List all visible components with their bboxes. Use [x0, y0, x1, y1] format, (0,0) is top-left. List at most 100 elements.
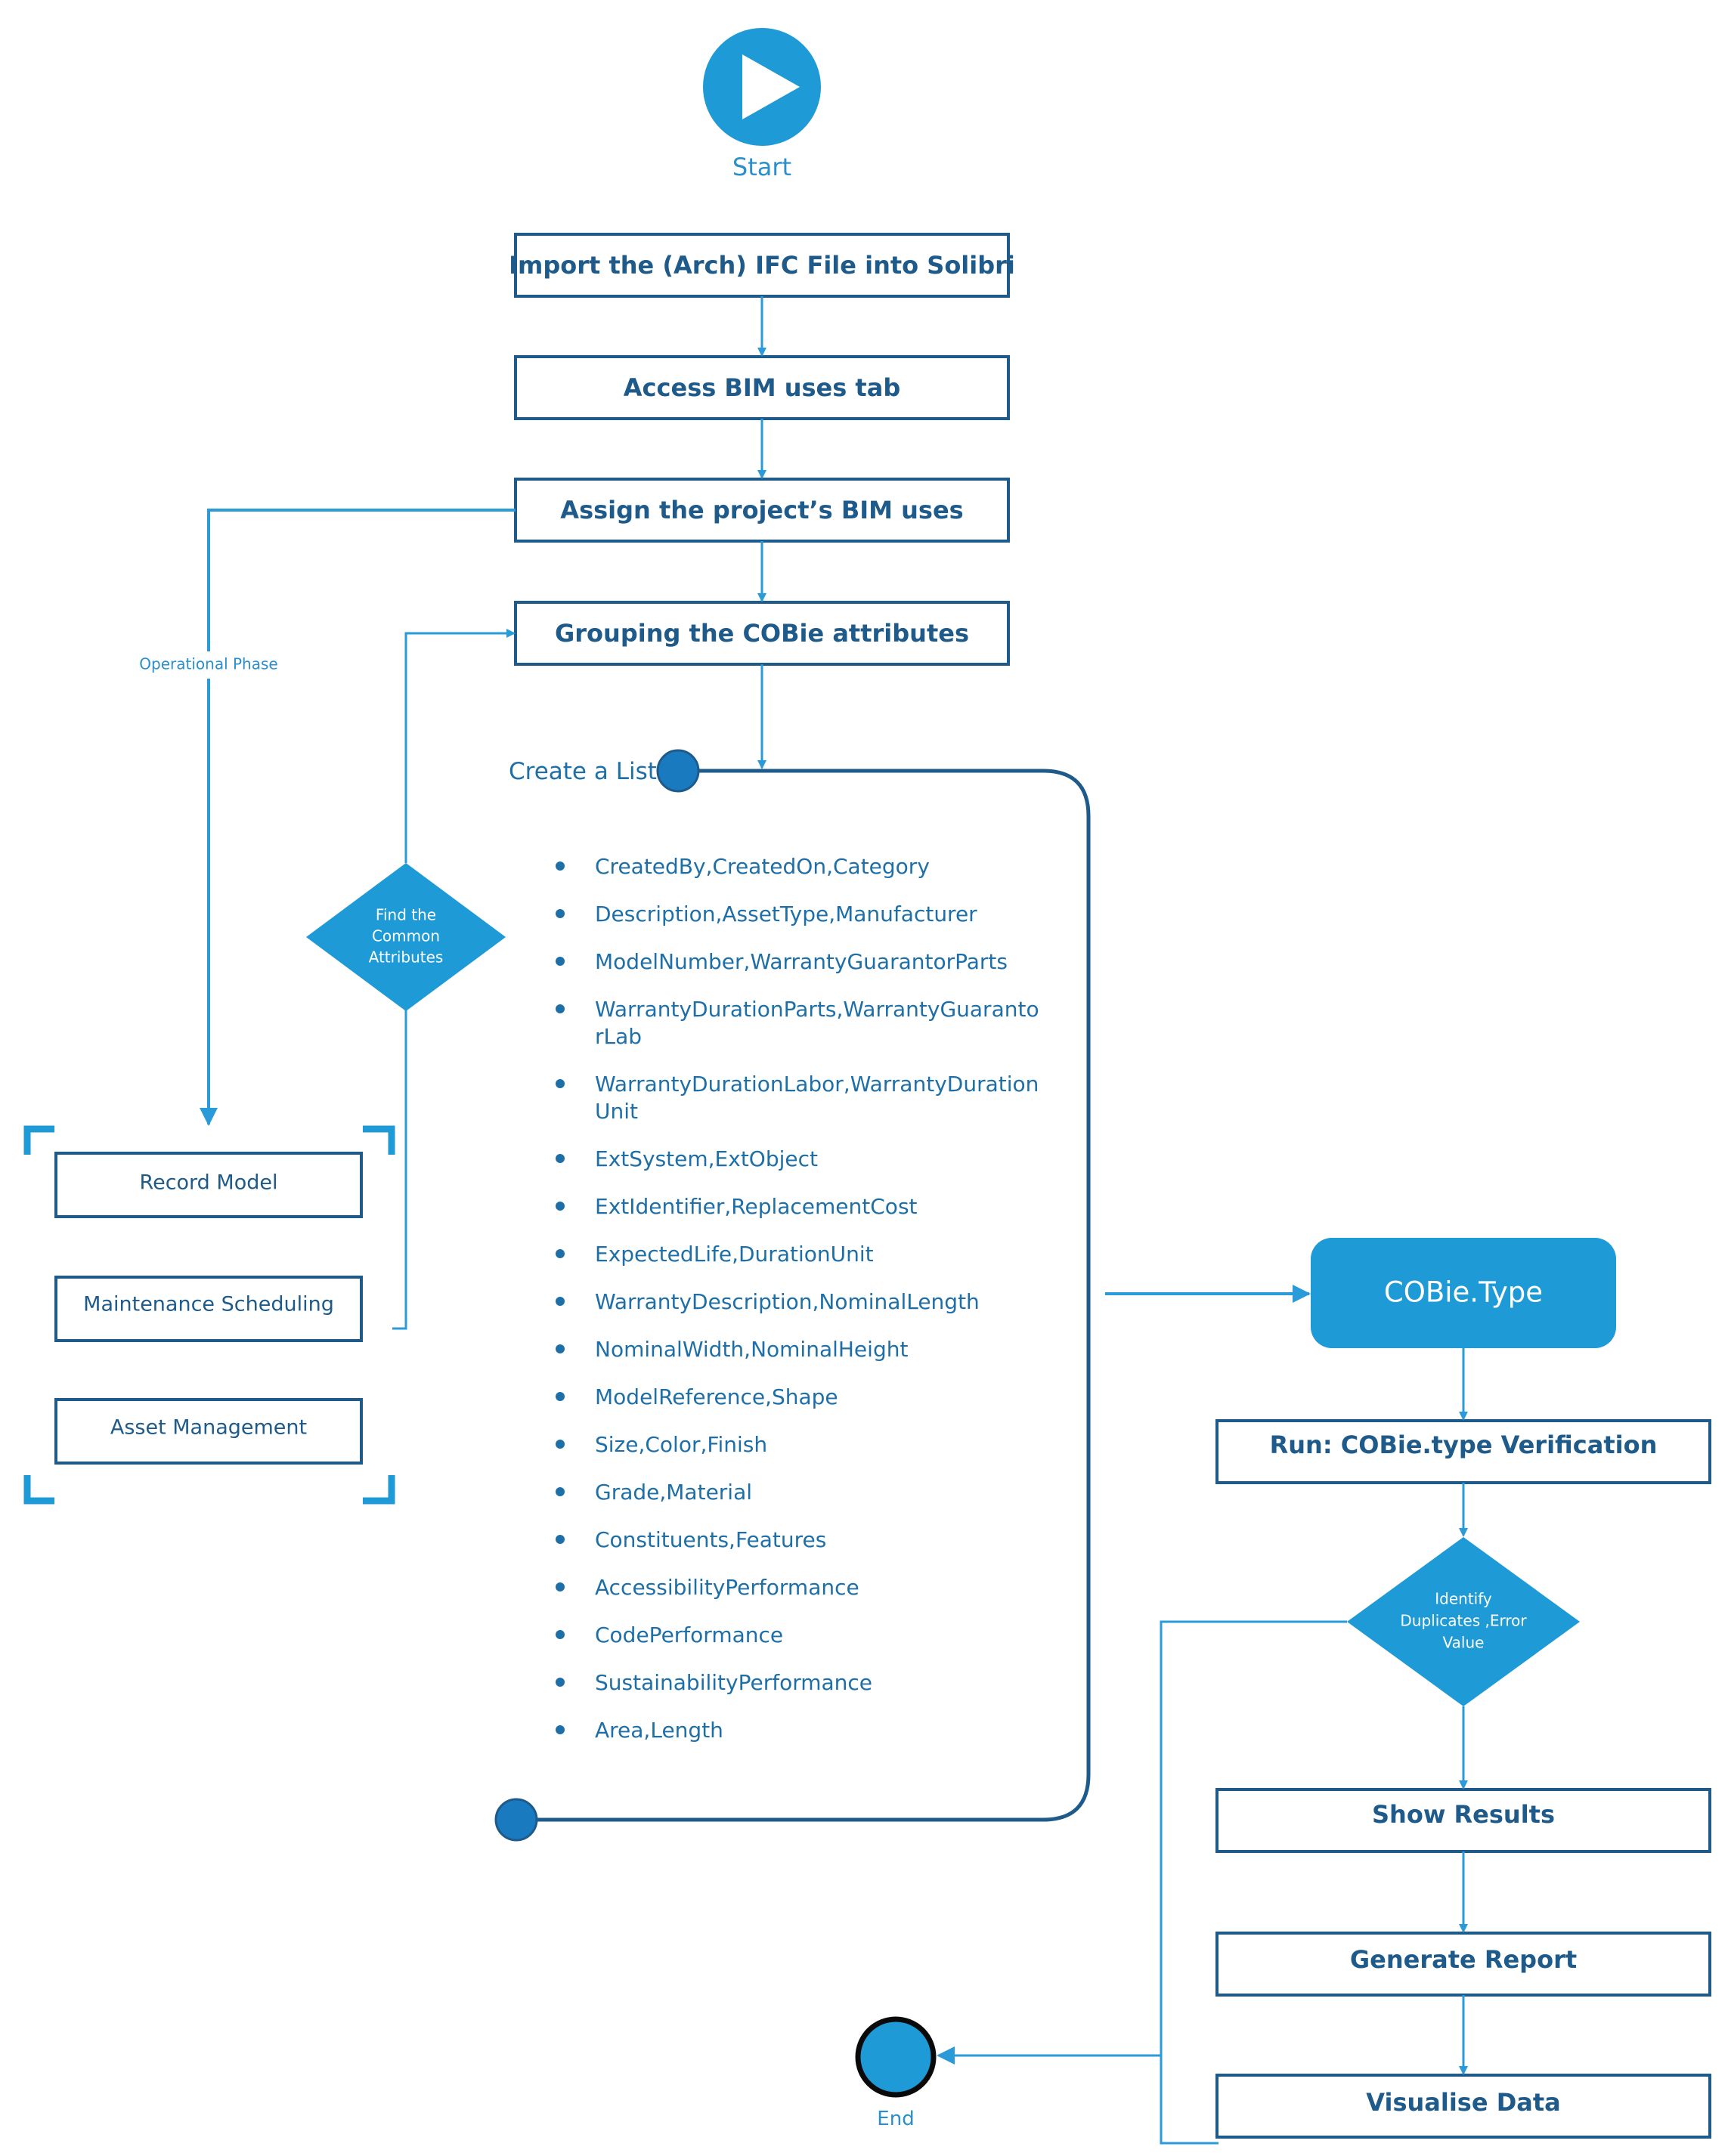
decision-line: Find the	[376, 906, 436, 924]
attribute-item: WarrantyDurationParts,WarrantyGuarantorL…	[556, 997, 1039, 1049]
bullet-dot	[556, 861, 565, 871]
step-grouping: Grouping the COBie attributes	[514, 601, 1010, 666]
line-decision-to-visualise	[1160, 1620, 1347, 2145]
attribute-item: Constituents,Features	[556, 1527, 826, 1552]
attribute-text: CodePerformance	[595, 1622, 783, 1647]
cobie-type-node: COBie.Type	[1311, 1238, 1616, 1348]
attribute-text: WarrantyDurationLabor,WarrantyDuration	[595, 1072, 1039, 1097]
create-list-container: Create a List	[494, 749, 1091, 1842]
decision-line: Common	[372, 927, 440, 945]
step-run: Run: COBie.type Verification	[1215, 1419, 1711, 1484]
step-access-label: Access BIM uses tab	[624, 373, 900, 402]
step-assign: Assign the project’s BIM uses	[514, 478, 1010, 543]
decision-line: Duplicates ,Error	[1400, 1612, 1527, 1630]
attribute-text: Unit	[595, 1099, 638, 1124]
bim-use-asset-management: Asset Management	[54, 1398, 363, 1465]
bullet-dot	[556, 1079, 565, 1088]
attribute-item: NominalWidth,NominalHeight	[556, 1337, 908, 1362]
attribute-item: Description,AssetType,Manufacturer	[556, 902, 977, 926]
attribute-item: AccessibilityPerformance	[556, 1575, 859, 1600]
attribute-item: ExtIdentifier,ReplacementCost	[556, 1194, 918, 1219]
attribute-text: ExtSystem,ExtObject	[595, 1146, 818, 1171]
decision-line: Attributes	[369, 948, 444, 967]
attribute-text: Size,Color,Finish	[595, 1432, 767, 1457]
step-show-label: Show Results	[1372, 1800, 1555, 1829]
attribute-item: Size,Color,Finish	[556, 1432, 767, 1457]
bim-use-label: Asset Management	[110, 1416, 307, 1440]
start-label: Start	[732, 153, 791, 181]
attribute-item: ExtSystem,ExtObject	[556, 1146, 818, 1171]
attribute-text: NominalWidth,NominalHeight	[595, 1337, 908, 1362]
attribute-text: SustainabilityPerformance	[595, 1670, 872, 1695]
play-icon	[742, 54, 800, 119]
step-visualise-label: Visualise Data	[1366, 2088, 1560, 2117]
start-node: Start	[703, 28, 821, 181]
bullet-dot	[556, 1297, 565, 1306]
bullet-dot	[556, 1202, 565, 1211]
attribute-text: Grade,Material	[595, 1480, 752, 1505]
step-visualise: Visualise Data	[1215, 2074, 1711, 2139]
attribute-text: Constituents,Features	[595, 1527, 826, 1552]
operational-phase-label: Operational Phase	[139, 655, 277, 673]
attribute-list: CreatedBy,CreatedOn,CategoryDescription,…	[556, 854, 1039, 1743]
decision-identify: Identify Duplicates ,Error Value	[1347, 1537, 1580, 1706]
bim-uses-bracket	[23, 1125, 395, 1505]
create-list-label: Create a List	[509, 758, 657, 785]
cobie-type-label: COBie.Type	[1384, 1276, 1543, 1309]
attribute-text: CreatedBy,CreatedOn,Category	[595, 854, 930, 879]
attribute-text: Description,AssetType,Manufacturer	[595, 902, 977, 926]
bullet-dot	[556, 1630, 565, 1639]
attribute-item: CodePerformance	[556, 1622, 783, 1647]
attribute-item: ModelReference,Shape	[556, 1384, 838, 1409]
bullet-dot	[556, 1582, 565, 1591]
step-import-label: Import the (Arch) IFC File into Solibri	[509, 251, 1015, 280]
attribute-text: ModelNumber,WarrantyGuarantorParts	[595, 949, 1008, 974]
bullet-dot	[556, 1154, 565, 1163]
end-node: End	[855, 2016, 937, 2130]
list-start-node	[656, 749, 700, 793]
find-common-attributes-loop	[392, 629, 516, 1330]
step-grouping-label: Grouping the COBie attributes	[555, 619, 969, 648]
arrow-operational-phase	[200, 509, 516, 1126]
bullet-dot	[556, 1392, 565, 1401]
attribute-text: Area,Length	[595, 1718, 723, 1743]
step-report: Generate Report	[1215, 1932, 1711, 1997]
bullet-dot	[556, 1249, 565, 1258]
attribute-text: ExtIdentifier,ReplacementCost	[595, 1194, 918, 1219]
line-maintenance-to-decision	[392, 1010, 407, 1330]
decision-line: Identify	[1435, 1590, 1492, 1608]
bim-use-maintenance-scheduling: Maintenance Scheduling	[54, 1276, 363, 1342]
operational-branch: Operational Phase	[136, 509, 516, 1126]
bullet-dot	[556, 957, 565, 966]
step-report-label: Generate Report	[1350, 1945, 1577, 1974]
step-access: Access BIM uses tab	[514, 355, 1010, 420]
attribute-text: WarrantyDurationParts,WarrantyGuaranto	[595, 997, 1039, 1022]
attribute-text: rLab	[595, 1024, 642, 1049]
bim-use-label: Record Model	[140, 1171, 278, 1195]
step-import: Import the (Arch) IFC File into Solibri	[509, 233, 1015, 298]
step-assign-label: Assign the project’s BIM uses	[560, 496, 963, 524]
attribute-text: ModelReference,Shape	[595, 1384, 838, 1409]
bullet-dot	[556, 1535, 565, 1544]
bullet-dot	[556, 1344, 565, 1353]
attribute-text: WarrantyDescription,NominalLength	[595, 1289, 980, 1314]
right-connectors	[937, 1348, 1468, 2145]
attribute-item: Area,Length	[556, 1718, 723, 1743]
bim-use-record-model: Record Model	[54, 1152, 363, 1218]
step-run-label: Run: COBie.type Verification	[1270, 1431, 1658, 1459]
bullet-dot	[556, 909, 565, 918]
arrow-decision-to-grouping	[404, 629, 516, 863]
end-circle	[855, 2016, 937, 2098]
list-bracket-line	[516, 769, 1091, 1822]
bullet-dot	[556, 1725, 565, 1734]
bullet-dot	[556, 1487, 565, 1496]
attribute-item: WarrantyDurationLabor,WarrantyDurationUn…	[556, 1072, 1039, 1124]
end-label: End	[877, 2108, 914, 2130]
attribute-item: WarrantyDescription,NominalLength	[556, 1289, 980, 1314]
decision-find-common: Find the Common Attributes	[306, 863, 506, 1011]
step-show: Show Results	[1215, 1788, 1711, 1853]
bullet-dot	[556, 1004, 565, 1013]
decision-line: Value	[1443, 1634, 1485, 1652]
attribute-item: CreatedBy,CreatedOn,Category	[556, 854, 930, 879]
